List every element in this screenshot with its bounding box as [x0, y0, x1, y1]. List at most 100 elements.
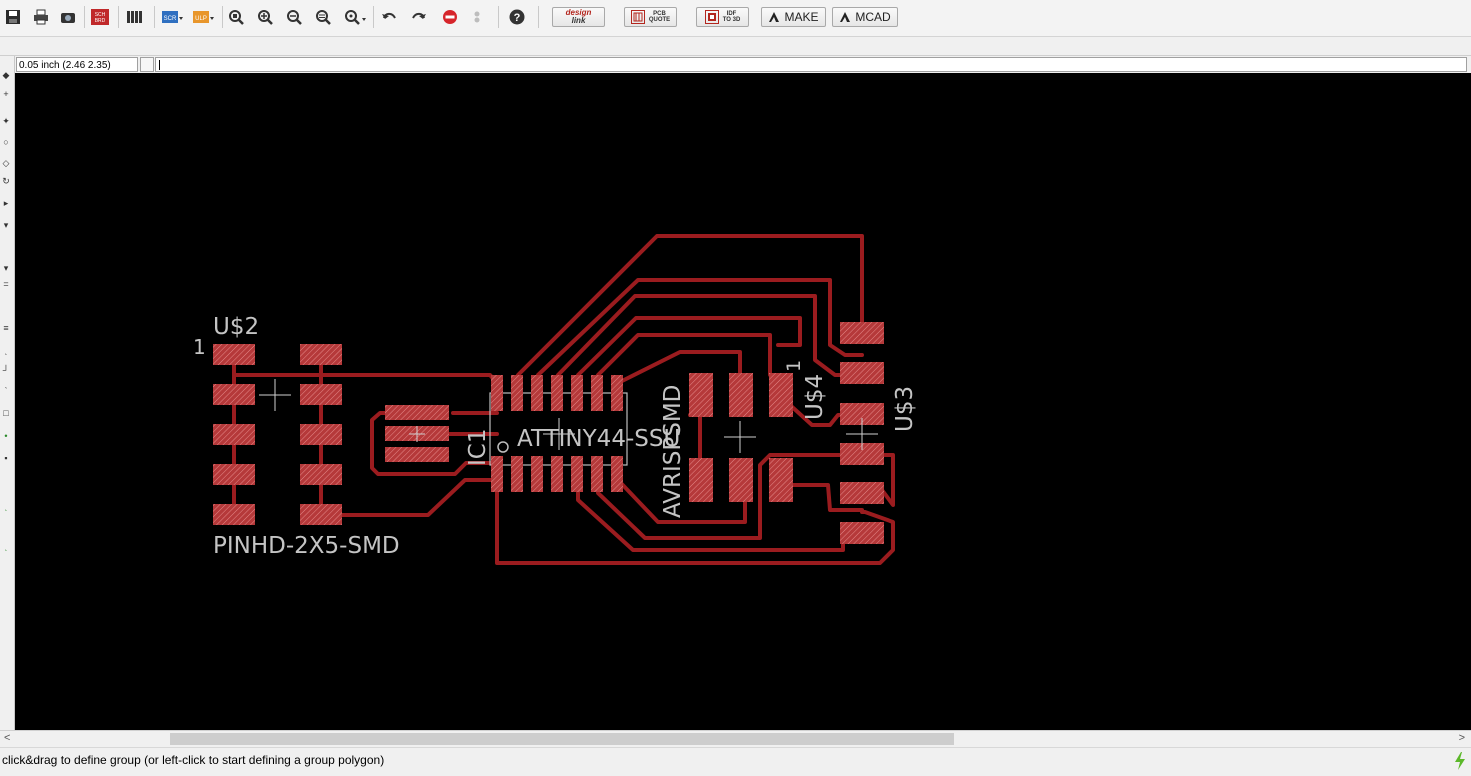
- pad[interactable]: [840, 522, 884, 544]
- design-link-button[interactable]: design link: [552, 7, 605, 27]
- auto-router-icon[interactable]: ˎ: [4, 501, 8, 511]
- pinhd-label: PINHD-2X5-SMD: [213, 533, 400, 559]
- copy-tool-icon[interactable]: ◇: [2, 158, 10, 168]
- origin-crosses: [259, 379, 878, 453]
- group-tool-icon[interactable]: ▸: [3, 198, 9, 208]
- pad[interactable]: [729, 373, 753, 417]
- mirror-tool-icon[interactable]: ↻: [2, 176, 10, 186]
- pad[interactable]: [840, 403, 884, 425]
- pad[interactable]: [769, 373, 793, 417]
- move-tool-icon[interactable]: ✦: [2, 116, 10, 126]
- run-ulp-icon[interactable]: ULP: [193, 6, 215, 28]
- signal-tool-icon[interactable]: ˋ: [4, 386, 8, 396]
- pad[interactable]: [571, 375, 583, 411]
- scrollbar-thumb[interactable]: [170, 733, 954, 745]
- trace-u3-loop: [880, 453, 895, 507]
- zoom-select-icon[interactable]: [344, 6, 368, 28]
- pad[interactable]: [611, 456, 623, 492]
- pad[interactable]: [729, 458, 753, 502]
- pad[interactable]: [300, 384, 342, 405]
- library-icon[interactable]: [125, 6, 145, 28]
- pad[interactable]: [840, 482, 884, 504]
- pad[interactable]: [571, 456, 583, 492]
- pad[interactable]: [689, 373, 713, 417]
- cam-processor-icon[interactable]: [59, 6, 77, 28]
- polygon-tool-icon[interactable]: ▪: [4, 453, 8, 463]
- header-pads: [213, 344, 342, 525]
- zoom-fit-icon[interactable]: [227, 6, 245, 28]
- coordinate-toggle-button[interactable]: [140, 57, 154, 72]
- pad[interactable]: [591, 375, 603, 411]
- pad[interactable]: [511, 375, 523, 411]
- pad[interactable]: [213, 424, 255, 445]
- help-icon[interactable]: ?: [508, 6, 526, 28]
- pad[interactable]: [511, 456, 523, 492]
- pad[interactable]: [213, 504, 255, 525]
- wire-tool-icon[interactable]: ≡: [3, 323, 9, 333]
- pad[interactable]: [531, 456, 543, 492]
- pad[interactable]: [385, 447, 449, 462]
- pad[interactable]: [213, 344, 255, 365]
- pad[interactable]: [300, 464, 342, 485]
- status-bar: click&drag to define group (or left-clic…: [0, 747, 1471, 776]
- horizontal-scrollbar[interactable]: < >: [0, 730, 1471, 747]
- pad[interactable]: [385, 405, 449, 420]
- ic1-pin1-marker: [497, 441, 509, 453]
- command-line-input[interactable]: [155, 57, 1467, 72]
- scroll-left-icon[interactable]: <: [4, 732, 11, 744]
- pad[interactable]: [491, 456, 503, 492]
- pad[interactable]: [840, 322, 884, 344]
- idf-to-3d-button[interactable]: IDF TO 3D: [696, 7, 749, 27]
- via-tool-icon[interactable]: ┘: [2, 365, 10, 375]
- change-tool-icon[interactable]: ▾: [3, 220, 9, 230]
- pad[interactable]: [300, 424, 342, 445]
- pad[interactable]: [531, 375, 543, 411]
- pad[interactable]: [769, 458, 793, 502]
- pcb-quote-button[interactable]: PCB QUOTE: [624, 7, 677, 27]
- pad[interactable]: [551, 375, 563, 411]
- text-tool-icon[interactable]: ˎ: [4, 345, 8, 355]
- pad[interactable]: [840, 362, 884, 384]
- layer-tool-icon[interactable]: +: [3, 89, 9, 99]
- pad[interactable]: [551, 456, 563, 492]
- pad[interactable]: [300, 504, 342, 525]
- ratsnest-tool-icon[interactable]: •: [4, 431, 8, 441]
- pad[interactable]: [591, 456, 603, 492]
- trace-top-3: [556, 294, 864, 377]
- pad[interactable]: [840, 443, 884, 465]
- avrisp-pads: [689, 373, 793, 502]
- pad[interactable]: [689, 458, 713, 502]
- lightning-icon[interactable]: [1453, 751, 1467, 771]
- zoom-in-icon[interactable]: [256, 6, 274, 28]
- stop-icon[interactable]: [441, 6, 459, 28]
- zoom-last-icon[interactable]: [314, 6, 332, 28]
- pad[interactable]: [213, 464, 255, 485]
- zoom-out-icon[interactable]: [285, 6, 303, 28]
- circle-tool-icon[interactable]: ○: [3, 137, 9, 147]
- pad[interactable]: [300, 344, 342, 365]
- rect-tool-icon[interactable]: □: [3, 408, 9, 418]
- info-tool-icon[interactable]: ◆: [2, 70, 10, 80]
- pad[interactable]: [491, 375, 503, 411]
- svg-text:SCH: SCH: [95, 12, 106, 18]
- ulp-icon[interactable]: SCR: [162, 6, 184, 28]
- pad[interactable]: [213, 384, 255, 405]
- pin1-label: 1: [193, 335, 206, 359]
- board-canvas[interactable]: U$2 1 PINHD-2X5-SMD ATTINY44-SSU IC1 AVR…: [15, 73, 1471, 730]
- mcad-button[interactable]: MCAD: [832, 7, 898, 27]
- go-icon[interactable]: [470, 6, 484, 28]
- make-button[interactable]: MAKE: [761, 7, 826, 27]
- trace-top-6: [616, 350, 742, 387]
- undo-icon[interactable]: [380, 6, 398, 28]
- redo-icon[interactable]: [410, 6, 428, 28]
- route-tool-icon[interactable]: =: [3, 279, 9, 289]
- save-icon[interactable]: [4, 6, 22, 28]
- scroll-right-icon[interactable]: >: [1458, 732, 1465, 744]
- split-tool-icon[interactable]: ▾: [3, 263, 9, 273]
- print-icon[interactable]: [32, 6, 50, 28]
- drc-tool-icon[interactable]: ˎ: [4, 541, 8, 551]
- pad[interactable]: [611, 375, 623, 411]
- board-drawing[interactable]: U$2 1 PINHD-2X5-SMD ATTINY44-SSU IC1 AVR…: [15, 73, 1471, 730]
- resonator-pads: [385, 405, 449, 462]
